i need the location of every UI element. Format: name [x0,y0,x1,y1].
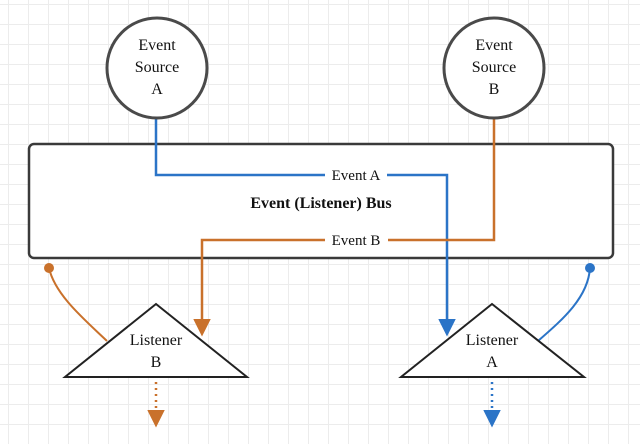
event-a-label: Event A [332,168,381,184]
listener-a-line-1: Listener [466,332,519,349]
listener-b-connector [48,267,108,342]
event-source-b-line-1: Event [475,37,513,54]
event-source-a-line-3: A [151,81,163,98]
listener-a-connector-dot [585,263,595,273]
listener-b-line-1: Listener [130,332,183,349]
event-source-a: Event Source A [105,16,209,120]
event-source-b-line-3: B [489,81,500,98]
event-source-b: Event Source B [442,16,546,120]
event-source-a-line-1: Event [138,37,176,54]
event-b-flow [388,118,496,242]
event-b-flow-continued [193,238,325,337]
listener-a-connector [537,267,591,342]
event-a-flow [154,118,325,177]
event-source-b-line-2: Source [472,59,516,76]
event-source-a-line-2: Source [135,59,179,76]
event-a-flow-continued [387,173,456,337]
listener-a-line-2: A [486,354,498,371]
listener-b-connector-dot [44,263,54,273]
listener-b-line-2: B [151,354,162,371]
event-b-label: Event B [332,233,381,249]
listener-b: Listener B [62,302,250,378]
bus-title: Event (Listener) Bus [250,195,391,212]
listener-a: Listener A [398,302,587,378]
event-bus-box [27,142,615,260]
